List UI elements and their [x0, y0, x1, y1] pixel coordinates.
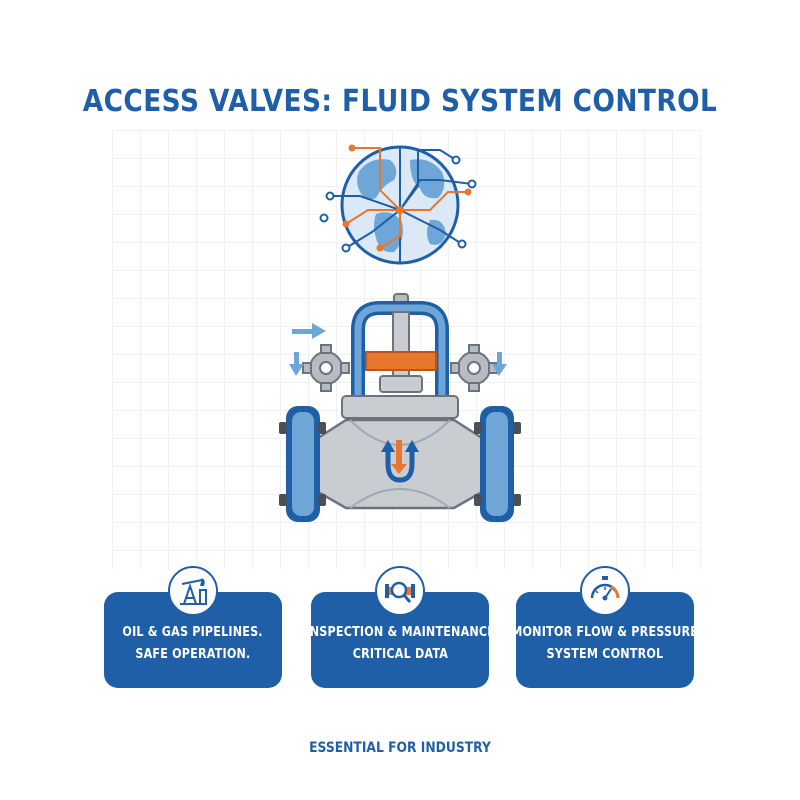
card-line-1: OIL & GAS PIPELINES.	[122, 625, 264, 640]
pressure-gauge-icon	[580, 566, 630, 616]
network-globe-icon	[319, 144, 477, 265]
pipe-magnifier-icon	[375, 566, 425, 616]
card-line-2: SYSTEM CONTROL	[546, 647, 664, 662]
oil-pump-icon	[168, 566, 218, 616]
card-line-2: SAFE OPERATION.	[135, 647, 251, 662]
card-line-1: MONITOR FLOW & PRESSURE	[511, 625, 699, 640]
card-line-2: CRITICAL DATA	[352, 647, 448, 662]
footer-tagline: ESSENTIAL FOR INDUSTRY	[309, 740, 491, 756]
page-title: ACCESS VALVES: FLUID SYSTEM CONTROL	[82, 84, 718, 119]
card-line-1: INSPECTION & MAINTENANCE	[305, 625, 495, 640]
valve-icon	[279, 293, 521, 522]
